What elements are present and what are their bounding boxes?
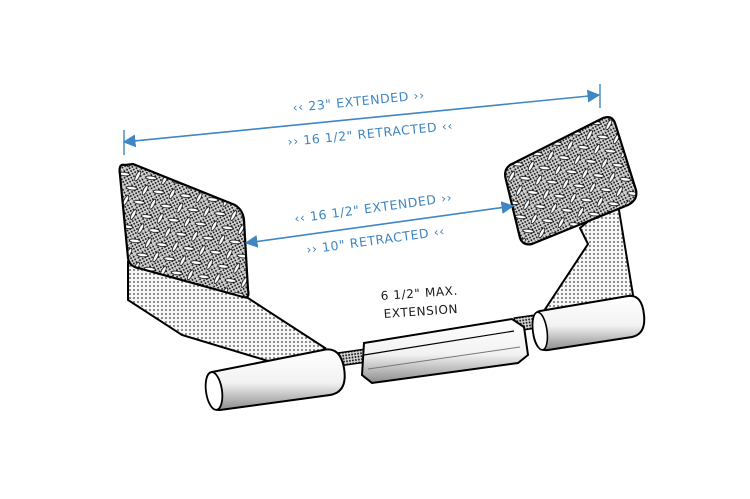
outer-dimension-line [122, 84, 601, 155]
inner-retracted-label: ›› 10" RETRACTED ‹‹ [305, 223, 445, 257]
right-tread-plate [504, 116, 638, 246]
center-coupler [360, 317, 530, 385]
right-roller-tube [531, 294, 646, 352]
max-extension-label-line2: EXTENSION [383, 302, 458, 321]
inner-extended-label: ‹‹ 16 1/2" EXTENDED ›› [293, 190, 453, 226]
outer-extended-label: ‹‹ 23" EXTENDED ›› [292, 87, 425, 115]
left-roller-tube [204, 348, 346, 412]
max-extension-label-line1: 6 1/2" MAX. [380, 284, 458, 303]
outer-retracted-label: ›› 16 1/2" RETRACTED ‹‹ [287, 118, 454, 149]
left-tread-plate [118, 162, 250, 299]
inner-dimension-line [244, 201, 515, 248]
